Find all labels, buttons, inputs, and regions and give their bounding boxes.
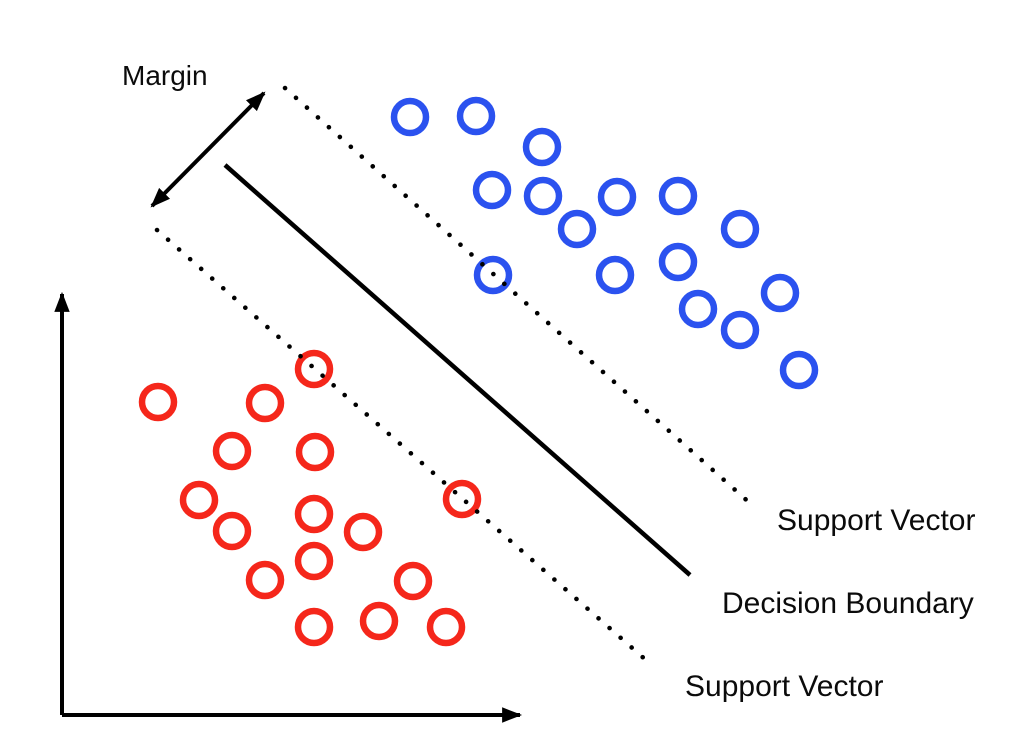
red-class-points (138, 349, 482, 647)
blue-class-point (595, 255, 635, 295)
blue-class-point (720, 209, 760, 249)
blue-class-point (522, 127, 562, 167)
red-class-point (294, 541, 334, 581)
red-class-point (212, 431, 252, 471)
margin-double-arrow (150, 91, 266, 208)
support-vector-label-lower: Support Vector (685, 670, 883, 703)
blue-class-point (597, 177, 637, 217)
red-class-point (245, 560, 285, 600)
red-class-point (295, 432, 335, 472)
support-vector-line-lower (154, 227, 650, 664)
red-class-point (442, 479, 482, 519)
blue-class-point (557, 209, 597, 249)
margin-label: Margin (122, 60, 208, 91)
decision-boundary-label: Decision Boundary (722, 587, 974, 620)
blue-class-point (779, 350, 819, 390)
blue-class-point (472, 170, 512, 210)
red-class-point (343, 512, 383, 552)
blue-class-point (456, 96, 496, 136)
red-class-point (426, 607, 466, 647)
blue-class-point (523, 176, 563, 216)
red-class-point (294, 494, 334, 534)
decision-boundary-line (223, 163, 692, 577)
red-class-point (359, 601, 399, 641)
blue-class-point (658, 242, 698, 282)
blue-class-point (720, 310, 760, 350)
red-class-point (294, 349, 334, 389)
red-class-point (393, 561, 433, 601)
red-class-point (179, 480, 219, 520)
red-class-point (245, 383, 285, 423)
red-class-point (138, 382, 178, 422)
red-class-point (212, 511, 252, 551)
blue-class-point (678, 289, 718, 329)
blue-class-point (658, 176, 698, 216)
support-vector-label-upper: Support Vector (777, 504, 975, 537)
blue-class-points (390, 96, 819, 390)
blue-class-point (760, 273, 800, 313)
support-vector-line-upper (282, 85, 755, 508)
red-class-point (294, 607, 334, 647)
blue-class-point (473, 255, 513, 295)
blue-class-point (390, 97, 430, 137)
